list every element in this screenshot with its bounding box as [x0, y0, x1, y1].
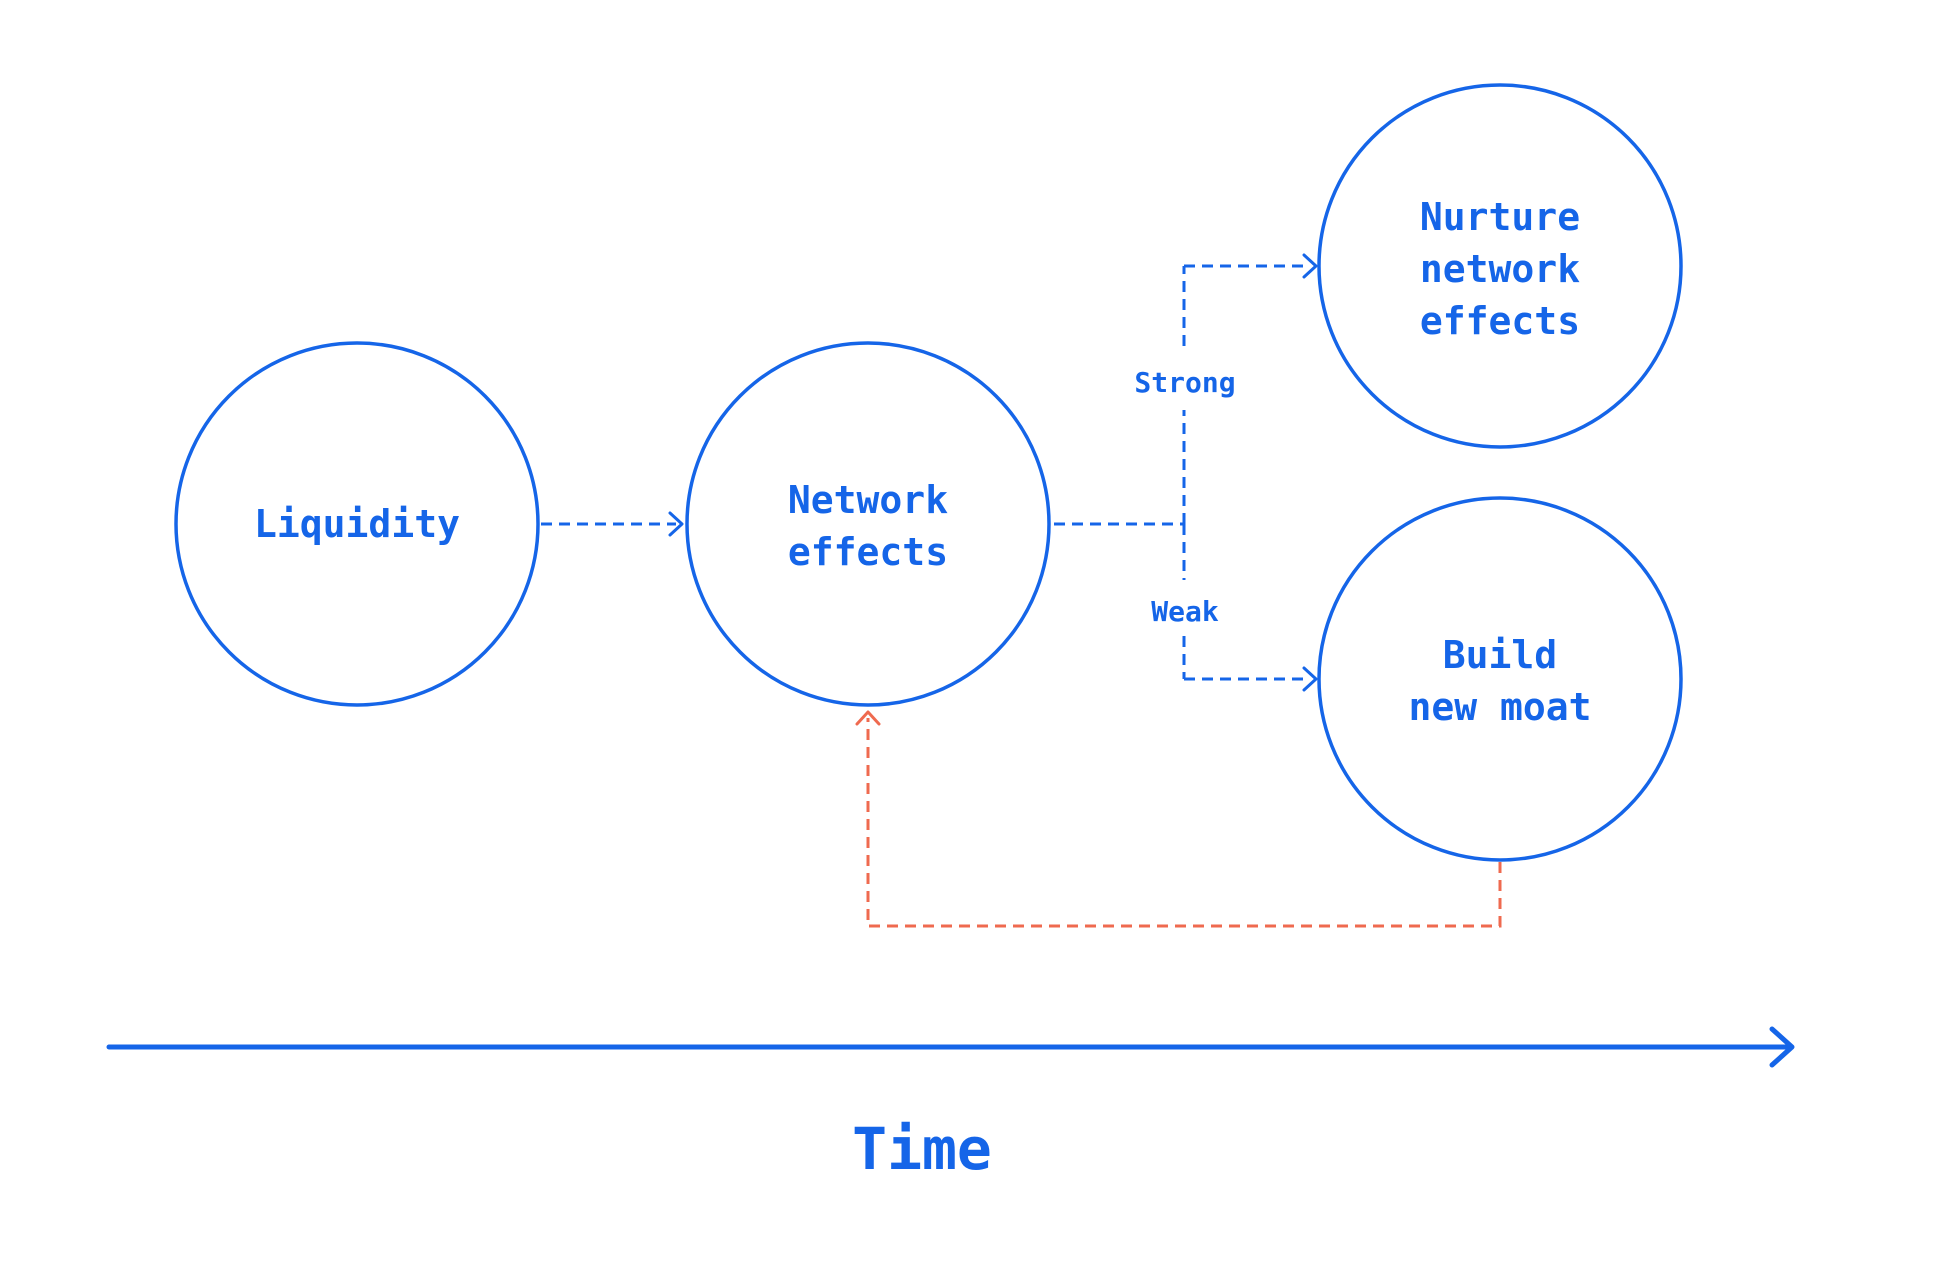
time-axis-arrowhead	[1769, 1026, 1795, 1068]
branch-weak-label: Weak	[1151, 595, 1219, 628]
node-nurture-network-effects: Nurture network effects	[1317, 83, 1683, 449]
branch-strong: Strong	[1134, 253, 1318, 524]
feedback-loop-arrow	[855, 710, 1502, 928]
feedback-loop-arrowhead	[855, 710, 881, 726]
connector-liquidity-arrowhead	[668, 511, 684, 537]
branch-weak-arrowhead	[1302, 666, 1318, 692]
node-nurture-label-line-2: network	[1420, 247, 1580, 291]
node-build-new-moat: Build new moat	[1317, 496, 1683, 862]
branch-strong-label: Strong	[1134, 366, 1235, 399]
connector-liquidity-to-network-effects	[541, 511, 684, 537]
node-liquidity-circle	[174, 341, 540, 707]
node-network-effects: Network effects	[685, 341, 1051, 707]
node-build-moat-label-line-1: Build	[1443, 633, 1557, 677]
node-build-moat-circle	[1317, 496, 1683, 862]
feedback-loop-path	[866, 718, 1502, 928]
node-nurture-label-line-3: effects	[1420, 299, 1580, 343]
node-liquidity: Liquidity	[174, 341, 540, 707]
node-network-effects-circle	[685, 341, 1051, 707]
branch-weak: Weak	[1151, 524, 1318, 692]
node-nurture-circle	[1317, 83, 1683, 449]
branch-strong-arrowhead	[1302, 253, 1318, 279]
node-network-effects-label-line-1: Network	[788, 478, 948, 522]
time-axis-label: Time	[852, 1115, 992, 1183]
time-axis: Time	[106, 1026, 1795, 1183]
node-network-effects-label-line-2: effects	[788, 530, 948, 574]
node-liquidity-label: Liquidity	[254, 502, 460, 546]
node-build-moat-label-line-2: new moat	[1408, 685, 1591, 729]
node-nurture-label-line-1: Nurture	[1420, 195, 1580, 239]
